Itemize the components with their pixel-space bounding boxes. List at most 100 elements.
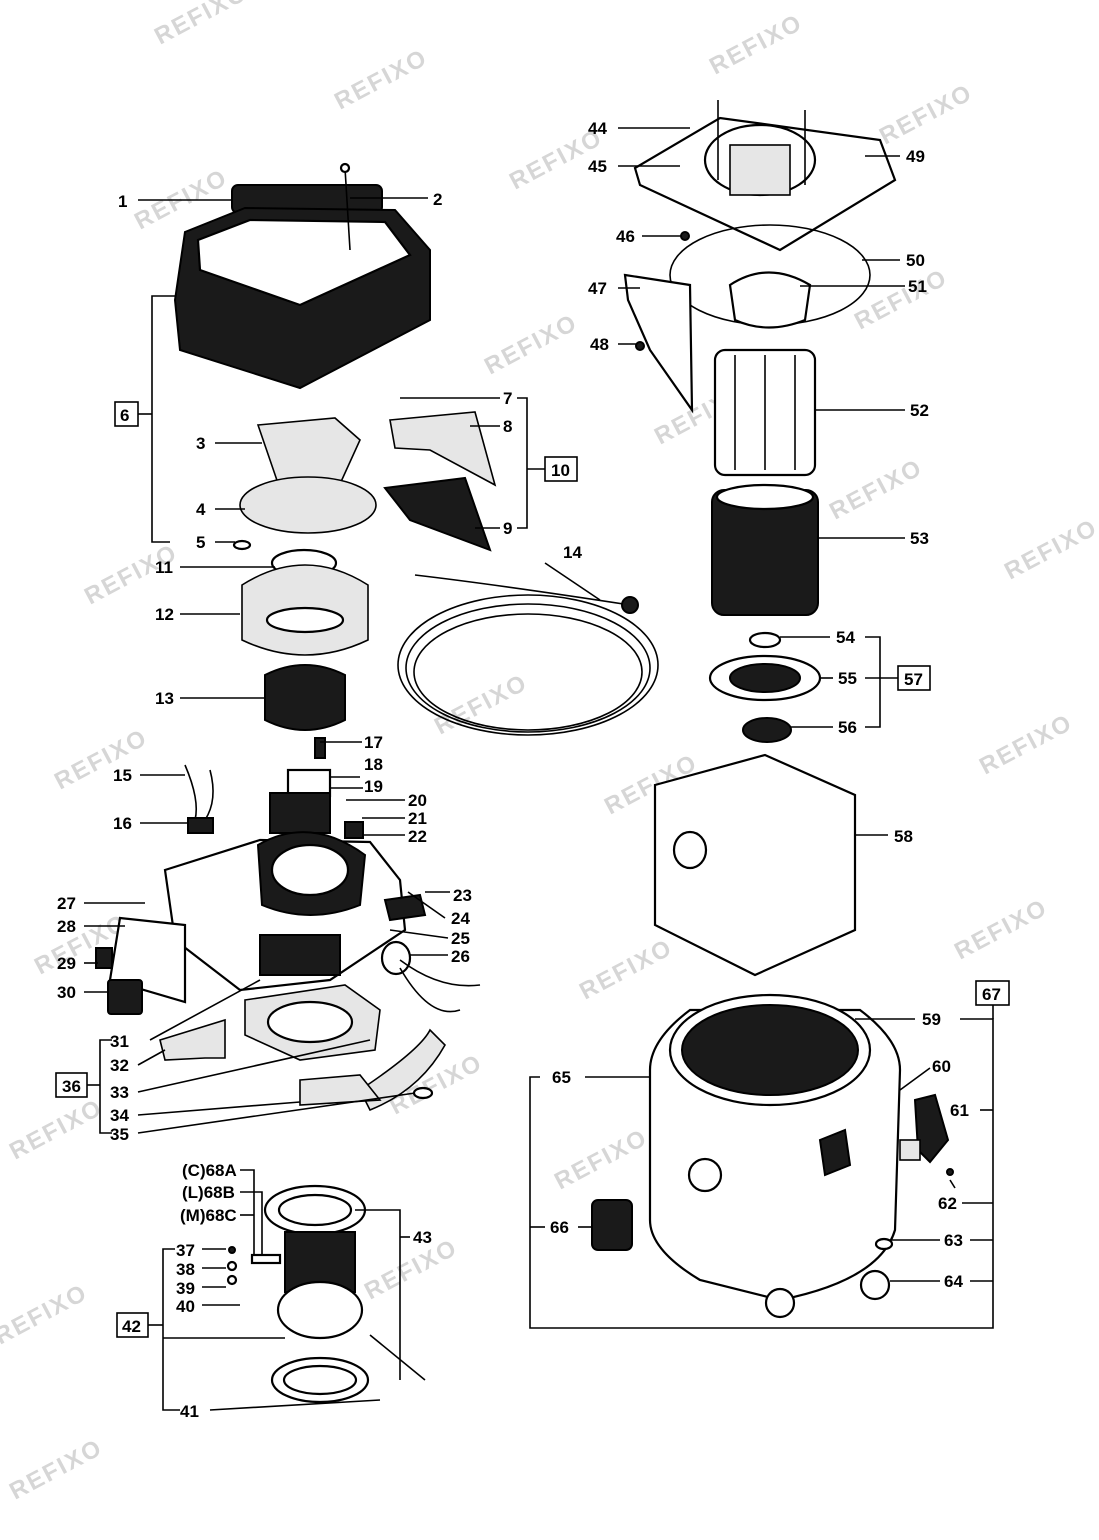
callout-17: 17 (364, 733, 383, 752)
callout-49: 49 (906, 147, 925, 166)
callout-48: 48 (590, 335, 609, 354)
wire (184, 764, 198, 821)
filter-disc (239, 476, 377, 534)
ring-54 (748, 631, 782, 649)
hood-assembly (173, 162, 431, 390)
watermark: REFIXO (1000, 514, 1099, 585)
callout-13: 13 (155, 689, 174, 708)
callout-29: 29 (57, 954, 76, 973)
callout-26: 26 (451, 947, 470, 966)
watermark: REFIXO (875, 79, 977, 150)
cage-filters (708, 348, 822, 743)
callout-16: 16 (113, 814, 132, 833)
callout-7: 7 (503, 389, 512, 408)
callout-14: 14 (563, 543, 582, 562)
callout-21: 21 (408, 809, 427, 828)
callout-55: 55 (838, 669, 857, 688)
callout-27: 27 (57, 894, 76, 913)
callout-12: 12 (155, 605, 174, 624)
callout-box-42: 42 (122, 1317, 141, 1336)
screw (344, 167, 351, 251)
callout-46: 46 (616, 227, 635, 246)
box-42 (116, 1312, 149, 1338)
gasket-32 (159, 1018, 226, 1061)
callout-33: 33 (110, 1083, 129, 1102)
bracket-top (389, 411, 497, 487)
watermark: REFIXO (850, 264, 952, 335)
gasket-34 (299, 1074, 382, 1106)
box-6 (114, 401, 139, 427)
watermark: REFIXO (705, 9, 807, 80)
callout-44: 44 (588, 119, 607, 138)
callout-63: 63 (944, 1231, 963, 1250)
clip (344, 821, 364, 839)
callout-23: 23 (453, 886, 472, 905)
gasket-33 (358, 1028, 446, 1112)
screw-head (339, 162, 351, 174)
brackets (383, 411, 497, 552)
callout-28: 28 (57, 917, 76, 936)
leader-lines (84, 127, 994, 1411)
callout-61: 61 (950, 1101, 969, 1120)
callout-40: 40 (176, 1297, 195, 1316)
callout-65: 65 (552, 1068, 571, 1087)
label-panel-58 (653, 753, 857, 977)
callout-68c: (M)68C (180, 1206, 237, 1225)
callout-58: 58 (894, 827, 913, 846)
callout-2: 2 (433, 190, 442, 209)
callout-18: 18 (364, 755, 383, 774)
watermark: REFIXO (480, 309, 582, 380)
callout-box-67: 67 (982, 985, 1001, 1004)
button-29 (95, 947, 113, 969)
switch-30 (107, 979, 143, 1015)
callout-64: 64 (944, 1272, 963, 1291)
baffle-47 (623, 273, 694, 414)
callout-22: 22 (408, 827, 427, 846)
callout-68a: (C)68A (182, 1161, 237, 1180)
watermark: REFIXO (0, 1279, 92, 1350)
callout-30: 30 (57, 983, 76, 1002)
power-cord (397, 574, 659, 736)
watermarks: REFIXO REFIXO REFIXO REFIXO REFIXO REFIX… (0, 0, 1099, 1505)
tank-assembly (591, 993, 954, 1319)
watermark: REFIXO (550, 1124, 652, 1195)
callout-60: 60 (932, 1057, 951, 1076)
watermark: REFIXO (5, 1434, 107, 1505)
callout-41: 41 (180, 1402, 199, 1421)
caster (764, 1287, 796, 1319)
callout-53: 53 (910, 529, 929, 548)
boxed-callouts: 6 10 36 42 57 67 (55, 401, 1010, 1338)
switch-parts (184, 737, 364, 839)
callout-34: 34 (110, 1106, 129, 1125)
washer-35 (412, 1086, 434, 1100)
callout-9: 9 (503, 519, 512, 538)
callout-box-57: 57 (904, 670, 923, 689)
switch-cover (286, 768, 332, 798)
watermark: REFIXO (825, 454, 927, 525)
callout-59: 59 (922, 1010, 941, 1029)
callout-50: 50 (906, 251, 925, 270)
callout-8: 8 (503, 417, 512, 436)
switch-housing (269, 792, 331, 834)
hood-top (196, 218, 412, 307)
watermark: REFIXO (360, 1234, 462, 1305)
float-cage (728, 271, 812, 329)
watermark: REFIXO (575, 934, 677, 1005)
callout-31: 31 (110, 1032, 129, 1051)
callout-45: 45 (588, 157, 607, 176)
top-cover-assembly (623, 100, 897, 414)
callout-1: 1 (118, 192, 127, 211)
seal-parts (241, 548, 369, 731)
watermark: REFIXO (975, 709, 1077, 780)
callout-43: 43 (413, 1228, 432, 1247)
box-36 (55, 1072, 88, 1098)
caster-64 (859, 1269, 891, 1301)
terminal (187, 817, 214, 834)
callout-39: 39 (176, 1279, 195, 1298)
filter-basket (264, 664, 346, 731)
callout-24: 24 (451, 909, 470, 928)
box-57 (897, 665, 931, 691)
wire (204, 769, 214, 821)
watermark: REFIXO (330, 44, 432, 115)
